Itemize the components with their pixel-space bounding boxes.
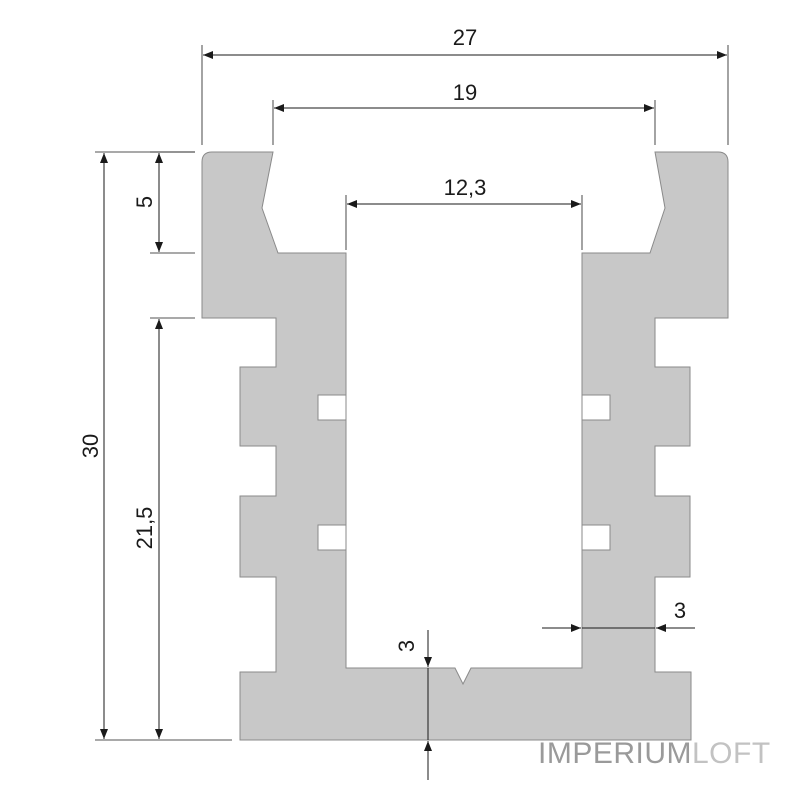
right-slot-upper [581,394,611,421]
top-lip-height-label: 5 [132,196,157,208]
dimension-base-thickness: 3 [394,630,432,780]
total-height-label: 30 [78,434,103,458]
inner-width-label: 12,3 [444,175,487,200]
lower-body-height-label: 21,5 [132,507,157,550]
dimension-top-lip-height: 5 [132,151,195,254]
aluminium-profile-section [201,151,729,741]
dimension-wall-thickness: 3 [542,598,695,632]
overall-width-label: 27 [453,25,477,50]
watermark-part1: IMPERIUM [538,737,692,770]
dimension-lower-body-height: 21,5 [132,317,195,739]
opening-width-label: 19 [453,80,477,105]
watermark-logo: IMPERIUMLOFT [538,737,771,770]
dimension-inner-width: 12,3 [345,175,583,250]
wall-thickness-label: 3 [674,598,686,623]
right-slot-lower [581,524,611,551]
left-slot-upper [317,394,347,421]
dimension-overall-width: 27 [201,25,729,145]
left-slot-lower [317,524,347,551]
watermark-part2: LOFT [692,737,771,770]
dimension-total-height: 30 [78,151,232,741]
base-thickness-label: 3 [394,640,419,652]
dimension-opening-width: 19 [272,80,656,145]
